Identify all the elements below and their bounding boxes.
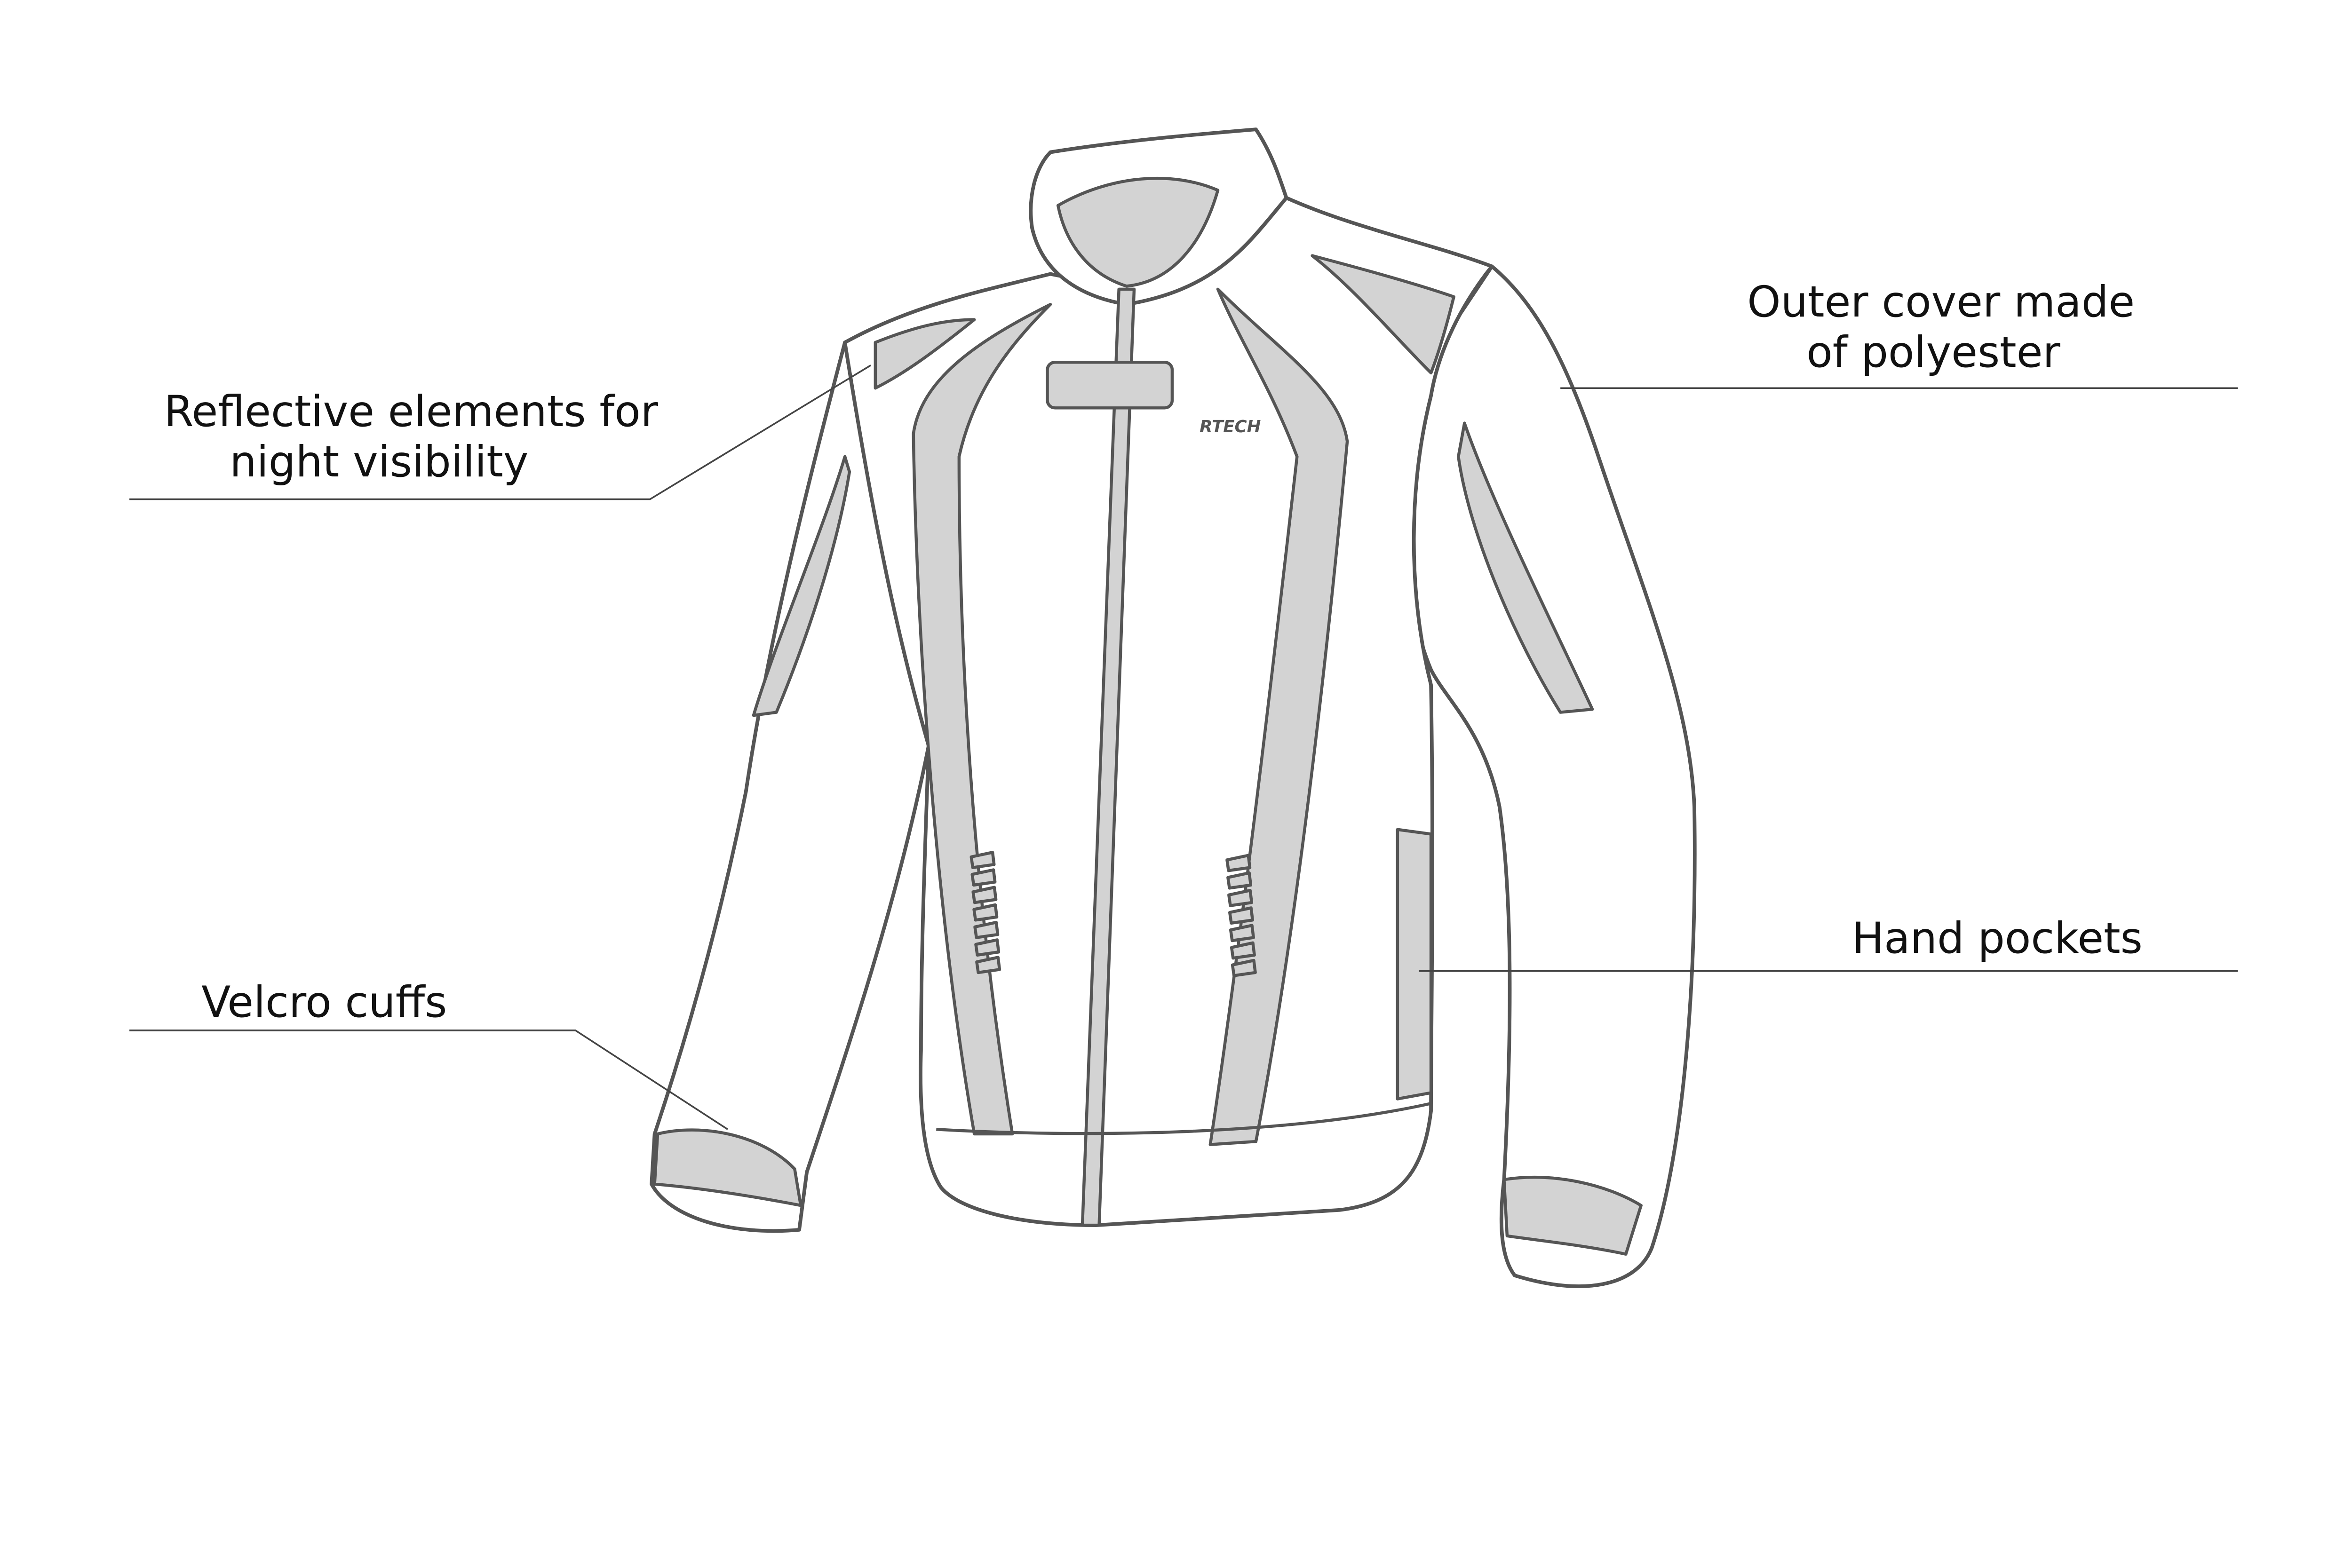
vent-slot xyxy=(1225,854,1252,872)
left-sleeve-reflective xyxy=(752,455,851,717)
left-vents xyxy=(969,851,1001,974)
label-hand-pockets: Hand pockets xyxy=(1852,914,2143,963)
label-velcro-cuffs: Velcro cuffs xyxy=(201,978,447,1027)
label-reflective-line2: night visibility xyxy=(230,437,528,487)
vent-slot xyxy=(971,886,998,904)
collar-lining xyxy=(1056,176,1220,288)
right-shoulder-reflective xyxy=(1311,254,1455,375)
vent-slot xyxy=(1226,871,1253,890)
vent-slot xyxy=(972,903,999,922)
logo: RTECH xyxy=(1200,417,1261,436)
label-reflective-line1: Reflective elements for xyxy=(164,387,659,436)
vent-slot xyxy=(1231,958,1257,977)
vent-slot xyxy=(1229,924,1255,942)
vent-slot xyxy=(970,868,997,887)
label-outer-cover-line1: Outer cover made xyxy=(1747,277,2135,327)
chest-tab xyxy=(1046,360,1174,410)
right-vents xyxy=(1225,854,1257,977)
jacket-diagram: RTECH Reflective elements for night visi… xyxy=(129,127,2238,1288)
left-shoulder-reflective xyxy=(874,318,976,390)
zipper xyxy=(1081,287,1136,1227)
jacket-illustration: RTECH Reflective elements for night visi… xyxy=(129,127,2238,1288)
vent-slot xyxy=(975,956,1001,974)
left-sleeve xyxy=(650,341,930,1233)
label-outer-cover-line2: of polyester xyxy=(1806,328,2060,377)
right-sleeve xyxy=(1407,264,1697,1288)
vent-slot xyxy=(1227,888,1254,907)
vent-slot xyxy=(1228,906,1255,925)
vent-slot xyxy=(1230,941,1256,960)
vent-slot xyxy=(973,920,1000,939)
right-cuff xyxy=(1502,1176,1643,1256)
left-panel xyxy=(912,303,1052,1136)
hand-pocket xyxy=(1396,828,1433,1101)
left-cuff xyxy=(653,1128,803,1207)
hem-band xyxy=(936,1102,1431,1135)
velcro-leader-line xyxy=(129,1029,728,1130)
reflective-leader-line xyxy=(129,364,872,500)
right-sleeve-reflective xyxy=(1457,421,1594,714)
vent-slot xyxy=(969,851,996,869)
vent-slot xyxy=(974,938,1001,957)
